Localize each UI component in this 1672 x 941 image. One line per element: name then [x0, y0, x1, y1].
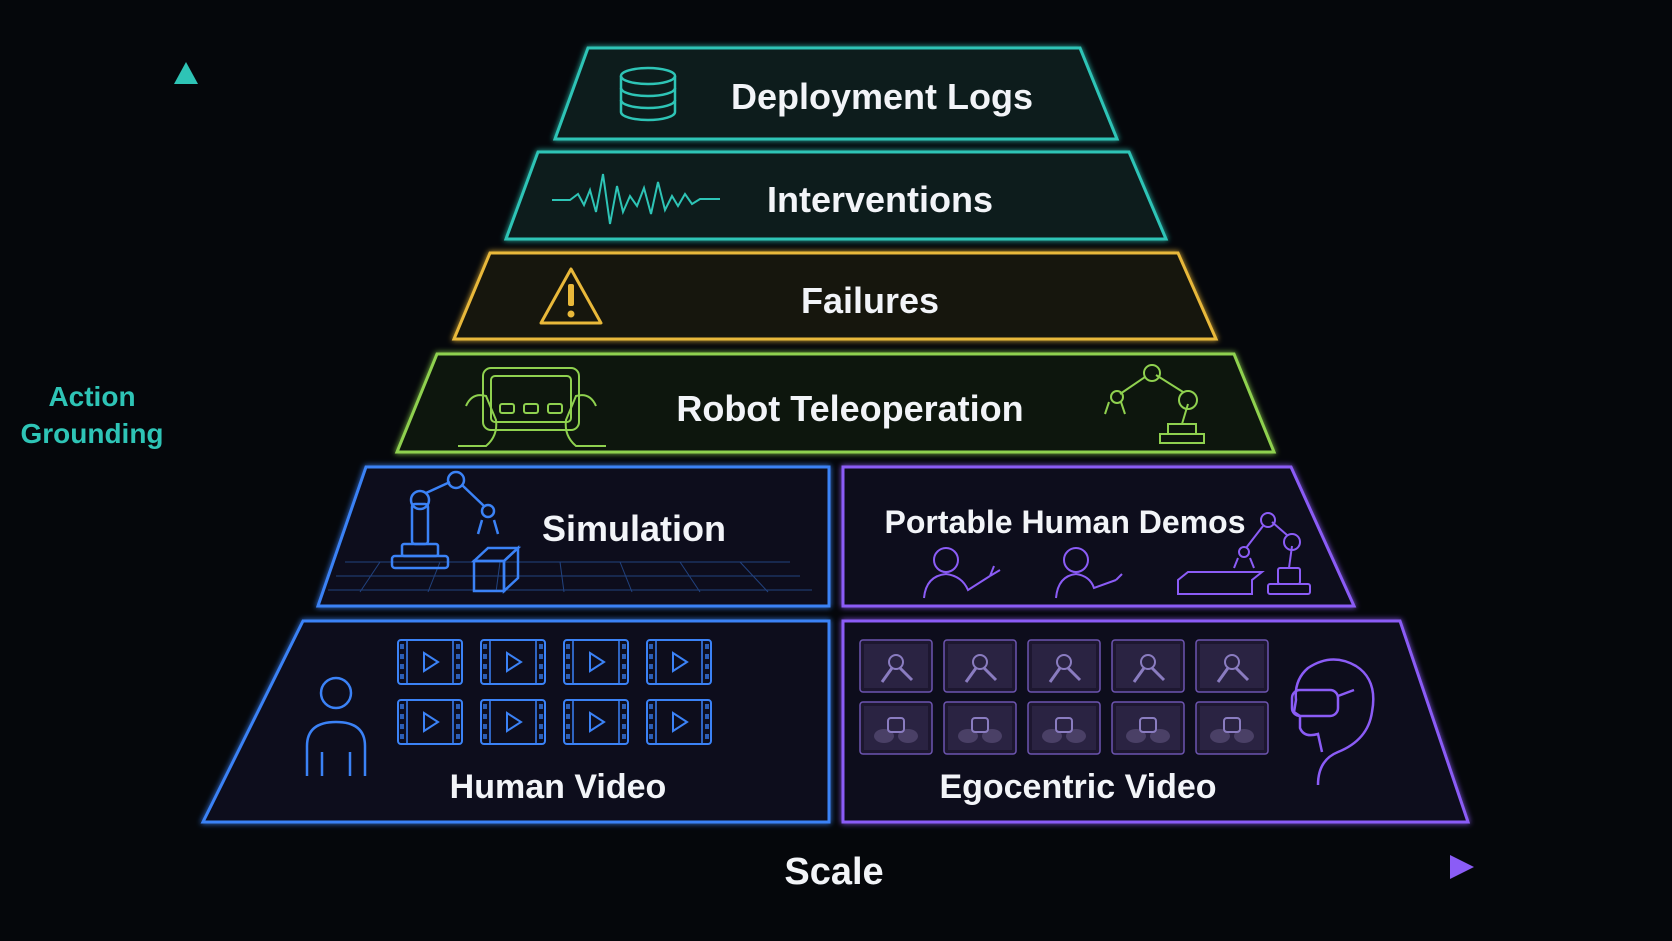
y-axis-label-line2: Grounding [20, 418, 163, 449]
grid-floor-icon [328, 561, 812, 593]
database-icon [619, 66, 677, 122]
video-thumbnail-icon [1027, 639, 1101, 693]
egocentric-thumbnail-grid [859, 639, 1269, 755]
y-axis-label-line1: Action [48, 381, 135, 412]
tier-egocentric-video: Egocentric Video [841, 619, 1471, 824]
warning-triangle-icon [539, 267, 603, 325]
video-thumbnail-icon [859, 701, 933, 755]
video-thumbnail-icon [859, 639, 933, 693]
tier-deployment-logs: Deployment Logs [552, 46, 1120, 141]
video-frame-icon [646, 699, 712, 745]
video-frame-icon [480, 639, 546, 685]
person-gesture-icon [923, 547, 1001, 599]
person-gesture-icon [1055, 547, 1123, 599]
video-frame-icon [563, 699, 629, 745]
video-thumbnail-icon [1111, 701, 1185, 755]
robot-arm-icon [390, 470, 500, 570]
person-icon [305, 676, 367, 776]
video-thumbnail-icon [1195, 639, 1269, 693]
video-thumbnail-icon [1195, 701, 1269, 755]
tier-portable-human-demos: Portable Human Demos [841, 465, 1357, 608]
tier-failures: Failures [451, 251, 1219, 341]
video-thumbnail-icon [1111, 639, 1185, 693]
video-frame-icon [563, 639, 629, 685]
tier-label-interventions: Interventions [767, 179, 993, 220]
tier-label-human-video: Human Video [450, 768, 667, 806]
tier-label-robot-teleoperation: Robot Teleoperation [676, 388, 1023, 429]
video-frame-grid [397, 639, 712, 745]
cube-icon [470, 545, 522, 594]
video-frame-icon [397, 639, 463, 685]
tier-label-simulation: Simulation [542, 508, 726, 549]
video-thumbnail-icon [943, 701, 1017, 755]
y-axis [174, 62, 198, 780]
tier-interventions: Interventions [503, 150, 1169, 241]
video-frame-icon [397, 699, 463, 745]
tier-label-deployment-logs: Deployment Logs [731, 76, 1033, 117]
x-axis-label: Scale [784, 851, 883, 893]
tablet-controller-icon [458, 367, 606, 447]
tier-label-portable-human-demos: Portable Human Demos [885, 504, 1246, 540]
video-frame-icon [480, 699, 546, 745]
robot-arm-icon [1104, 364, 1205, 444]
tier-simulation: Simulation [315, 465, 831, 608]
tier-robot-teleoperation: Robot Teleoperation [394, 352, 1277, 454]
tier-human-video: Human Video [200, 619, 831, 824]
tier-label-egocentric-video: Egocentric Video [939, 768, 1216, 806]
vr-headset-person-icon [1290, 658, 1375, 786]
robot-arm-icon [1177, 512, 1311, 595]
tier-label-failures: Failures [801, 280, 939, 321]
video-frame-icon [646, 639, 712, 685]
waveform-icon [552, 173, 720, 225]
x-axis [198, 855, 1474, 879]
video-thumbnail-icon [1027, 701, 1101, 755]
video-thumbnail-icon [943, 639, 1017, 693]
